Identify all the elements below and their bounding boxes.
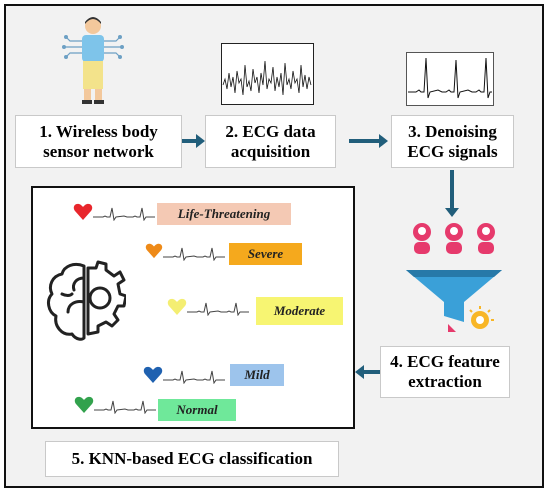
arrow-step1-to-step2 bbox=[182, 134, 205, 148]
arrow-step2-to-step3 bbox=[349, 134, 388, 148]
level-label-life-threatening: Life-Threatening bbox=[157, 203, 291, 225]
level-label-severe: Severe bbox=[229, 243, 302, 265]
person-sensor-icon bbox=[62, 17, 124, 104]
step-3-line1: 3. Denoising bbox=[408, 121, 497, 141]
ecg-clean-signal-icon bbox=[406, 52, 494, 106]
step-1-line2: sensor network bbox=[43, 141, 154, 161]
ecg-trace-moderate bbox=[187, 302, 249, 316]
step-2-line2: acquisition bbox=[230, 141, 311, 161]
ecg-trace-normal bbox=[94, 400, 156, 414]
step-3-line2: ECG signals bbox=[407, 141, 498, 161]
heart-icon-severe bbox=[145, 243, 163, 259]
step-ecg-feature-extraction: 4. ECG feature extraction bbox=[380, 346, 510, 398]
level-label-moderate: Moderate bbox=[256, 297, 343, 325]
level-label-normal: Normal bbox=[158, 399, 236, 421]
ecg-trace-life-threatening bbox=[93, 207, 155, 221]
step-4-line1: 4. ECG feature bbox=[390, 352, 500, 371]
step-ecg-data-acquisition: 2. ECG data acquisition bbox=[205, 115, 336, 168]
arrow-step4-to-step5 bbox=[355, 365, 380, 379]
level-label-mild: Mild bbox=[230, 364, 284, 386]
step-denoising-ecg-signals: 3. Denoising ECG signals bbox=[391, 115, 514, 168]
arrow-step3-to-step4 bbox=[445, 170, 459, 217]
step-2-line1: 2. ECG data bbox=[225, 121, 316, 141]
heart-icon-life-threatening bbox=[73, 203, 93, 220]
step-wireless-body-sensor-network: 1. Wireless body sensor network bbox=[15, 115, 182, 168]
ecg-trace-mild bbox=[163, 370, 225, 384]
brain-gear-icon bbox=[47, 260, 126, 341]
ecg-raw-signal-icon bbox=[221, 43, 314, 105]
step-4-line2: extraction bbox=[408, 372, 482, 391]
step-5-label: 5. KNN-based ECG classification bbox=[71, 449, 313, 468]
ecg-trace-severe bbox=[163, 247, 225, 261]
step-1-line1: 1. Wireless body bbox=[39, 121, 158, 141]
feature-extraction-funnel-icon bbox=[406, 223, 502, 332]
step-knn-based-ecg-classification: 5. KNN-based ECG classification bbox=[45, 441, 339, 477]
heart-icon-normal bbox=[74, 396, 94, 413]
heart-icon-mild bbox=[143, 366, 163, 383]
heart-icon-moderate bbox=[167, 298, 187, 315]
